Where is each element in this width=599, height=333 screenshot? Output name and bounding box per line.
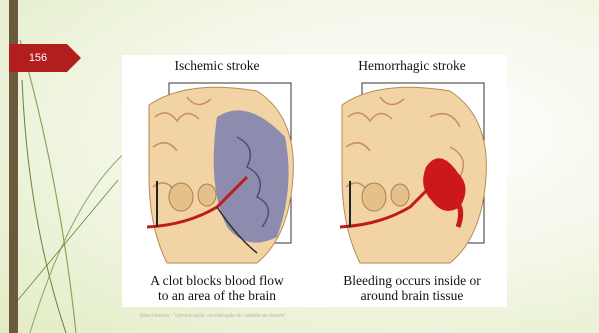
hemorrhagic-caption-line1: Bleeding occurs inside or <box>317 273 507 288</box>
ischemic-caption-line2: to an area of the brain <box>122 288 312 303</box>
hemorrhagic-caption: Bleeding occurs inside or around brain t… <box>317 273 507 303</box>
slide-number: 156 <box>9 44 67 72</box>
ischemic-caption-line1: A clot blocks blood flow <box>122 273 312 288</box>
hemorrhagic-brain-illustration <box>340 77 490 267</box>
hemorrhagic-title: Hemorrhagic stroke <box>317 58 507 74</box>
ischemic-title: Ischemic stroke <box>122 58 312 74</box>
slide-footer: Elba Ferreira - "comunicação: na interaç… <box>140 313 286 319</box>
hemorrhagic-caption-line2: around brain tissue <box>317 288 507 303</box>
stroke-figure: Ischemic stroke A clot blocks blood flow… <box>122 55 507 307</box>
ischemic-caption: A clot blocks blood flow to an area of t… <box>122 273 312 303</box>
ischemic-brain-illustration <box>147 77 297 267</box>
slide-number-arrow <box>67 44 81 72</box>
